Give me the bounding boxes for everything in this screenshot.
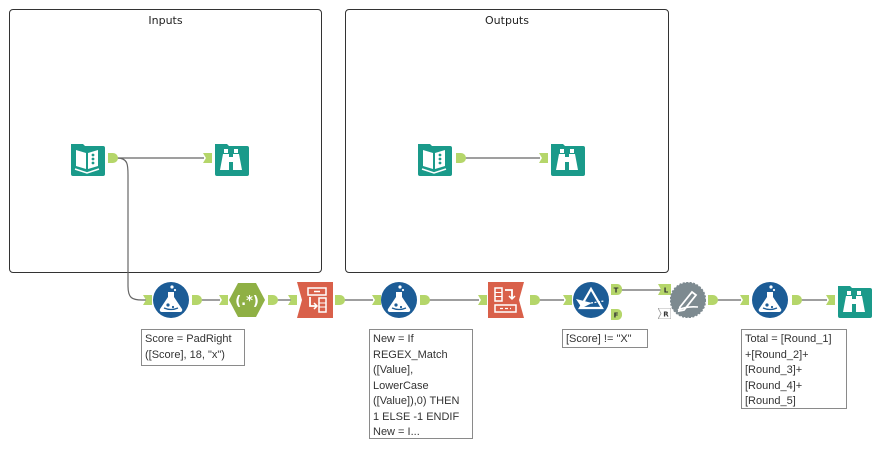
input-anchor[interactable] <box>826 295 835 305</box>
svg-text:(.*): (.*) <box>235 294 259 309</box>
transpose-icon <box>488 282 524 318</box>
svg-text:F: F <box>614 312 619 320</box>
input-anchor[interactable] <box>539 153 548 163</box>
regex-icon: (.*) <box>229 283 265 317</box>
container-title: Outputs <box>485 14 529 27</box>
annotation-formula-1: Score = PadRight ([Score], 18, "x") <box>141 329 245 366</box>
flask-icon <box>153 282 189 318</box>
binoculars-icon <box>838 286 872 318</box>
input-data-tool[interactable] <box>416 140 452 176</box>
input-anchor[interactable] <box>203 153 212 163</box>
container-title: Inputs <box>148 14 183 27</box>
flask-icon <box>752 282 788 318</box>
input-data-tool[interactable] <box>69 140 105 176</box>
transpose-tool[interactable] <box>488 282 524 318</box>
browse-tool[interactable] <box>549 140 585 176</box>
true-output-anchor[interactable]: T <box>611 284 622 295</box>
input-anchor[interactable] <box>478 295 487 305</box>
book-icon <box>418 144 452 176</box>
crosstab-icon <box>297 282 333 318</box>
container-inputs[interactable]: Inputs <box>9 9 322 273</box>
output-anchor[interactable] <box>420 295 430 305</box>
output-anchor[interactable] <box>192 295 202 305</box>
output-anchor[interactable] <box>108 153 118 163</box>
formula-tool[interactable] <box>153 282 189 318</box>
output-anchor[interactable] <box>792 295 802 305</box>
svg-text:T: T <box>614 287 619 295</box>
book-icon <box>71 144 105 176</box>
regex-tool[interactable]: (.*) <box>229 282 265 318</box>
annotation-formula-3: Total = [Round_1] +[Round_2]+ [Round_3]+… <box>741 329 847 409</box>
flask-icon <box>381 282 417 318</box>
false-output-anchor[interactable]: F <box>611 309 622 320</box>
output-anchor[interactable] <box>530 295 540 305</box>
svg-text:L: L <box>664 287 669 295</box>
input-anchor[interactable] <box>740 295 749 305</box>
cross-tab-tool[interactable] <box>297 282 333 318</box>
filter-prism-icon <box>573 282 609 318</box>
input-anchor[interactable] <box>219 295 228 305</box>
browse-tool[interactable] <box>213 140 249 176</box>
browse-tool[interactable] <box>836 282 872 318</box>
output-anchor[interactable] <box>268 295 278 305</box>
input-anchor[interactable] <box>288 295 297 305</box>
pen-gear-icon <box>670 282 706 318</box>
annotation-filter: [Score] != "X" <box>562 329 648 348</box>
output-anchor[interactable] <box>456 153 466 163</box>
annotation-formula-2: New = If REGEX_Match ([Value], LowerCase… <box>369 329 473 439</box>
right-input-anchor[interactable]: R <box>658 308 671 319</box>
formula-tool[interactable] <box>752 282 788 318</box>
binoculars-icon <box>551 144 585 176</box>
macro-tool[interactable] <box>670 282 706 318</box>
container-outputs[interactable]: Outputs <box>345 9 669 273</box>
svg-text:R: R <box>663 311 669 319</box>
output-anchor[interactable] <box>335 295 345 305</box>
left-input-anchor[interactable]: L <box>658 284 671 295</box>
formula-tool[interactable] <box>381 282 417 318</box>
input-anchor[interactable] <box>143 295 152 305</box>
binoculars-icon <box>215 144 249 176</box>
output-anchor[interactable] <box>708 295 718 305</box>
input-anchor[interactable] <box>563 295 572 305</box>
input-anchor[interactable] <box>372 295 381 305</box>
filter-tool[interactable] <box>573 282 609 318</box>
